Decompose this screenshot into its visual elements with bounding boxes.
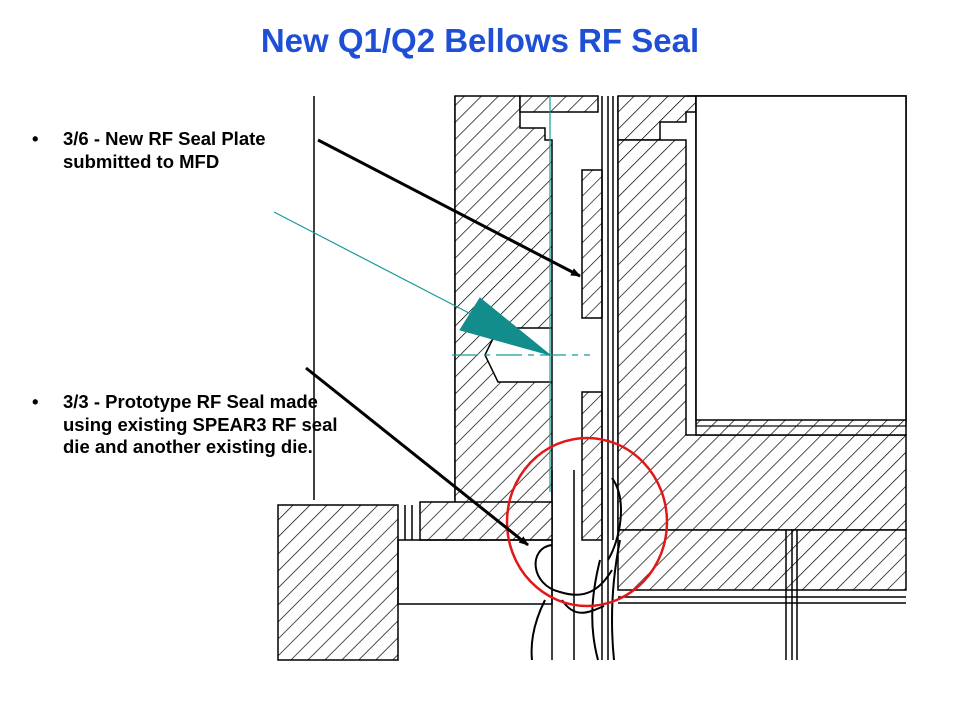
bottom-left-flange xyxy=(419,501,553,541)
bullet-dot: • xyxy=(32,391,39,412)
slide-title: New Q1/Q2 Bellows RF Seal xyxy=(260,22,700,59)
right-inner-cavity-line xyxy=(695,95,907,427)
right-body-section xyxy=(617,95,697,141)
bullet-text: 3/6 - New RF Seal Plate submitted to MFD xyxy=(63,128,266,172)
highlight-circle xyxy=(505,436,669,608)
view-marker-icon xyxy=(459,297,551,356)
upper-step-piece xyxy=(519,95,599,113)
rf-seal-plate xyxy=(581,169,603,319)
rf-seal-plate-lower xyxy=(581,391,603,541)
bottom-left-block xyxy=(277,504,399,661)
right-inner-cavity xyxy=(695,95,907,421)
bottom-right-lines xyxy=(618,530,906,660)
bottom-left-lines xyxy=(397,505,553,605)
bullet-dot: • xyxy=(32,128,39,149)
arrow-to-prototype-seal xyxy=(305,366,529,547)
rf-seal-prototype xyxy=(530,477,622,661)
bullet-text: 3/3 - Prototype RF Seal made using exist… xyxy=(63,391,338,457)
bottom-right-plate xyxy=(617,529,907,591)
arrow-to-seal-plate xyxy=(317,138,581,278)
